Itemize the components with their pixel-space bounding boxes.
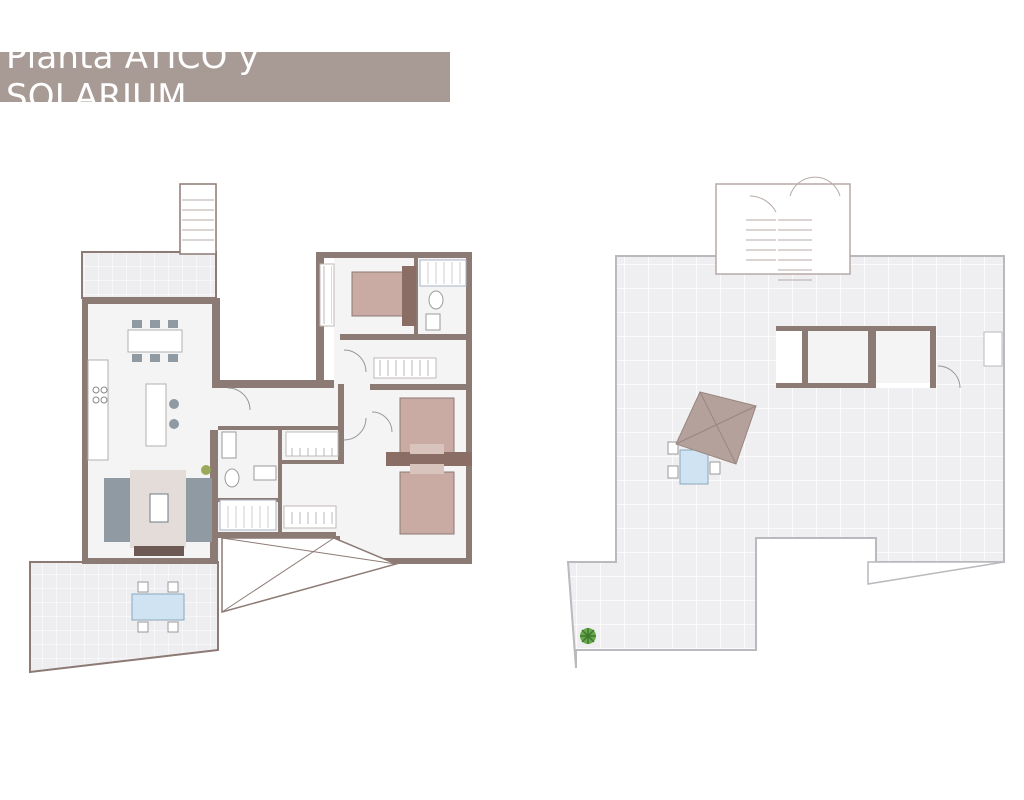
toilet-2: [224, 468, 240, 488]
door-swings: [227, 349, 393, 441]
bed-2-headboard: [386, 452, 472, 466]
terrace-table: [131, 593, 185, 621]
stair-landing: [179, 183, 217, 255]
roof-structure-walls: [776, 326, 936, 388]
plan-title: Planta ÁTICO y SOLARIUM: [0, 37, 450, 117]
bed-2b: [399, 471, 455, 535]
sofa-left: [104, 478, 130, 542]
stair-steps: [182, 199, 214, 241]
plant-icon: [580, 628, 596, 644]
sink-1: [425, 313, 441, 331]
sofa-right: [186, 478, 212, 542]
plan-title-text: Planta ÁTICO y SOLARIUM: [6, 37, 259, 117]
bed-1-headboard: [402, 266, 416, 326]
solarium-plan: [566, 176, 1005, 669]
tv-unit: [134, 546, 184, 556]
coffee-table: [149, 493, 169, 523]
stair-steps-solarium: [746, 219, 812, 281]
lower-terrace: [29, 561, 219, 674]
solarium-terrace: [566, 255, 1005, 669]
dining-table-interior: [127, 320, 183, 362]
stair-block: [715, 183, 851, 275]
upper-terrace: [81, 251, 217, 299]
sink-2: [253, 465, 277, 481]
solarium-corner: [867, 561, 1005, 585]
kitchen-island: [145, 383, 167, 447]
toilet-1: [428, 290, 444, 310]
atico-plan: [29, 183, 472, 674]
kitchen-counter: [87, 359, 109, 461]
utility-box: [983, 331, 1003, 367]
bed-1: [351, 271, 409, 317]
solarium-table: [679, 449, 709, 485]
plant-interior: [201, 465, 211, 475]
